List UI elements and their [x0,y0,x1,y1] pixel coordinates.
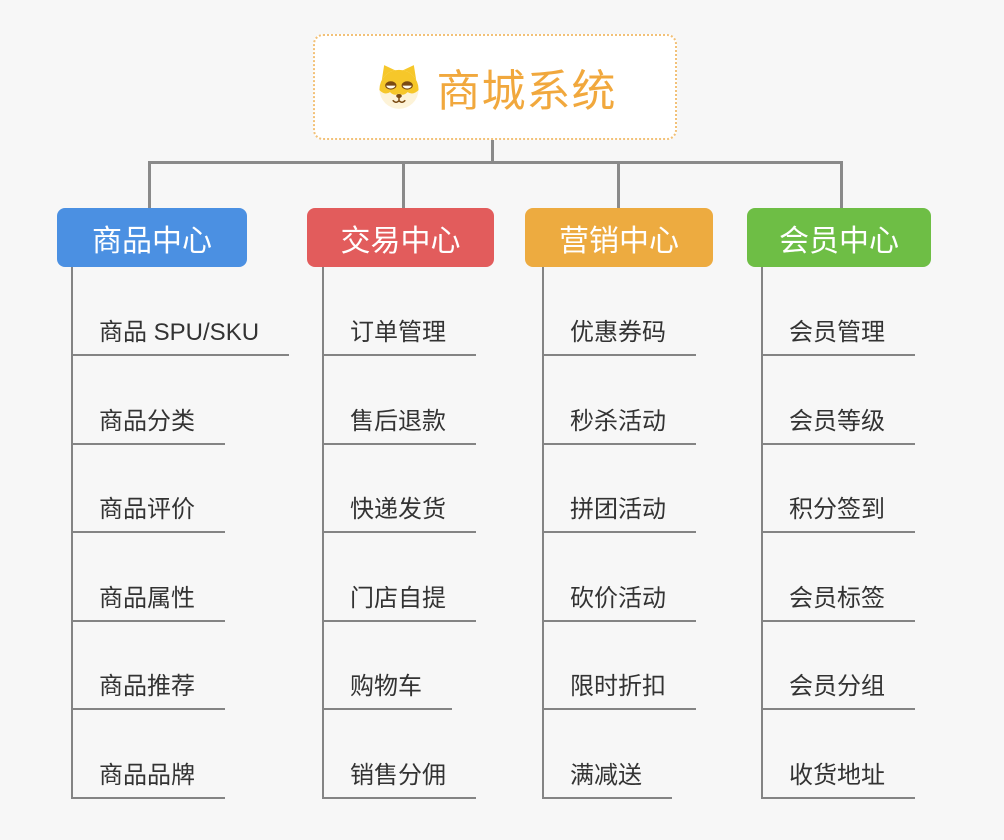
subtopic-item[interactable]: 满减送 [542,759,672,799]
subtopic-item[interactable]: 商品品牌 [71,759,225,799]
subtopic-item[interactable]: 优惠券码 [542,316,696,356]
shiba-dog-face-icon [378,65,419,109]
subtopic-item[interactable]: 快递发货 [322,493,476,533]
root-label: 商城系统 [436,67,617,116]
subtopic-item[interactable]: 销售分佣 [322,759,476,799]
subtopic-item[interactable]: 商品 SPU/SKU [71,316,290,356]
branch-node-member-center[interactable]: 会员中心 [747,208,931,267]
trunk-line-product [71,267,73,799]
subtopic-item[interactable]: 限时折扣 [542,670,696,710]
connector-drop-marketing [617,161,620,208]
subtopic-item[interactable]: 会员等级 [761,405,915,445]
subtopic-item[interactable]: 积分签到 [761,493,915,533]
root-node-mall-system[interactable]: 商城系统 [313,34,677,140]
subtopic-item[interactable]: 购物车 [322,670,452,710]
subtopic-item[interactable]: 订单管理 [322,316,476,356]
subtopic-item[interactable]: 会员标签 [761,582,915,622]
subtopic-item[interactable]: 会员管理 [761,316,915,356]
connector-rail [149,161,843,164]
subtopic-item[interactable]: 秒杀活动 [542,405,696,445]
subtopic-item[interactable]: 商品评价 [71,493,225,533]
subtopic-item[interactable]: 商品属性 [71,582,225,622]
subtopic-item[interactable]: 砍价活动 [542,582,696,622]
subtopic-item[interactable]: 收货地址 [761,759,915,799]
connector-drop-member [840,161,843,208]
subtopic-item[interactable]: 会员分组 [761,670,915,710]
connector-root-stub [491,140,494,164]
subtopic-item[interactable]: 商品分类 [71,405,225,445]
branch-node-product-center[interactable]: 商品中心 [57,208,247,267]
connector-drop-product [148,161,151,208]
trunk-line-member [761,267,763,799]
subtopic-item[interactable]: 门店自提 [322,582,476,622]
branch-node-trade-center[interactable]: 交易中心 [307,208,494,267]
trunk-line-marketing [542,267,544,799]
branch-node-marketing-center[interactable]: 营销中心 [525,208,713,267]
subtopic-item[interactable]: 拼团活动 [542,493,696,533]
connector-drop-trade [402,161,405,208]
subtopic-item[interactable]: 售后退款 [322,405,476,445]
subtopic-item[interactable]: 商品推荐 [71,670,225,710]
trunk-line-trade [322,267,324,799]
